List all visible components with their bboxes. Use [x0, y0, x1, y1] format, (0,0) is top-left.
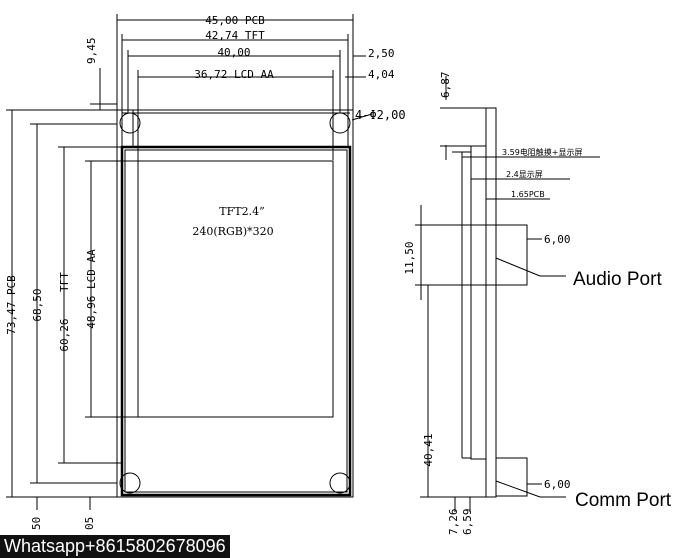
dim-offset-9-45: 9,45: [85, 38, 98, 65]
dim-hole: 4-Φ2,00: [355, 108, 406, 122]
pcb-outline: [116, 109, 354, 498]
audio-port-label: Audio Port: [573, 269, 662, 290]
dim-bottom-05: 05: [83, 517, 96, 530]
dim-lcd-aa-height: 48,96 LCD AA: [85, 249, 98, 329]
dim-offset-2-50: 2,50: [368, 47, 395, 60]
lcd-active-area: [137, 160, 334, 418]
mount-hole-top-left: [119, 112, 141, 134]
dim-comm-width: 6,00: [544, 478, 571, 491]
audio-port-block: [495, 224, 528, 286]
dim-offset-4-04: 4,04: [368, 68, 395, 81]
dim-width-40: 40,00: [217, 46, 250, 59]
dim-pcb-height: 73,47 PCB: [5, 275, 18, 335]
dim-tft-label: TFT: [58, 272, 71, 292]
dim-lcd-aa-width: 36,72 LCD AA: [194, 68, 274, 81]
dim-thickness-display: 2.4显示屏: [506, 170, 543, 179]
tft-outline: [120, 145, 352, 497]
comm-port-label: Comm Port: [575, 490, 672, 511]
screen-title: TFT2.4”: [219, 205, 264, 218]
dim-bottom-50: 50: [30, 517, 43, 530]
dim-pcb-width: 45,00 PCB: [205, 14, 265, 27]
dim-height-68-50: 68,50: [31, 288, 44, 321]
dim-tft-height: 60,26: [58, 318, 71, 351]
side-display: [470, 145, 487, 460]
dim-thickness-pcb: 1.65PCB: [511, 190, 545, 199]
comm-port-block: [495, 457, 528, 497]
dim-thickness-total: 3.59电阻触摸+显示屏: [502, 147, 583, 157]
dim-comm-offset: 40,41: [422, 433, 435, 466]
dim-audio-width: 6,00: [544, 233, 571, 246]
dim-audio-offset: 11,50: [403, 241, 416, 274]
side-pcb: [485, 107, 497, 498]
dim-bottom-6-59: 6,59: [461, 509, 474, 536]
dim-tft-width: 42,74 TFT: [205, 29, 265, 42]
dim-bottom-7-26: 7,26: [447, 509, 460, 536]
screen-resolution: 240(RGB)*320: [192, 225, 273, 238]
watermark: Whatsapp+8615802678096: [0, 535, 230, 558]
mount-hole-bottom-right: [329, 472, 351, 494]
dim-side-6-87: 6,87: [439, 72, 452, 99]
mount-hole-bottom-left: [119, 472, 141, 494]
